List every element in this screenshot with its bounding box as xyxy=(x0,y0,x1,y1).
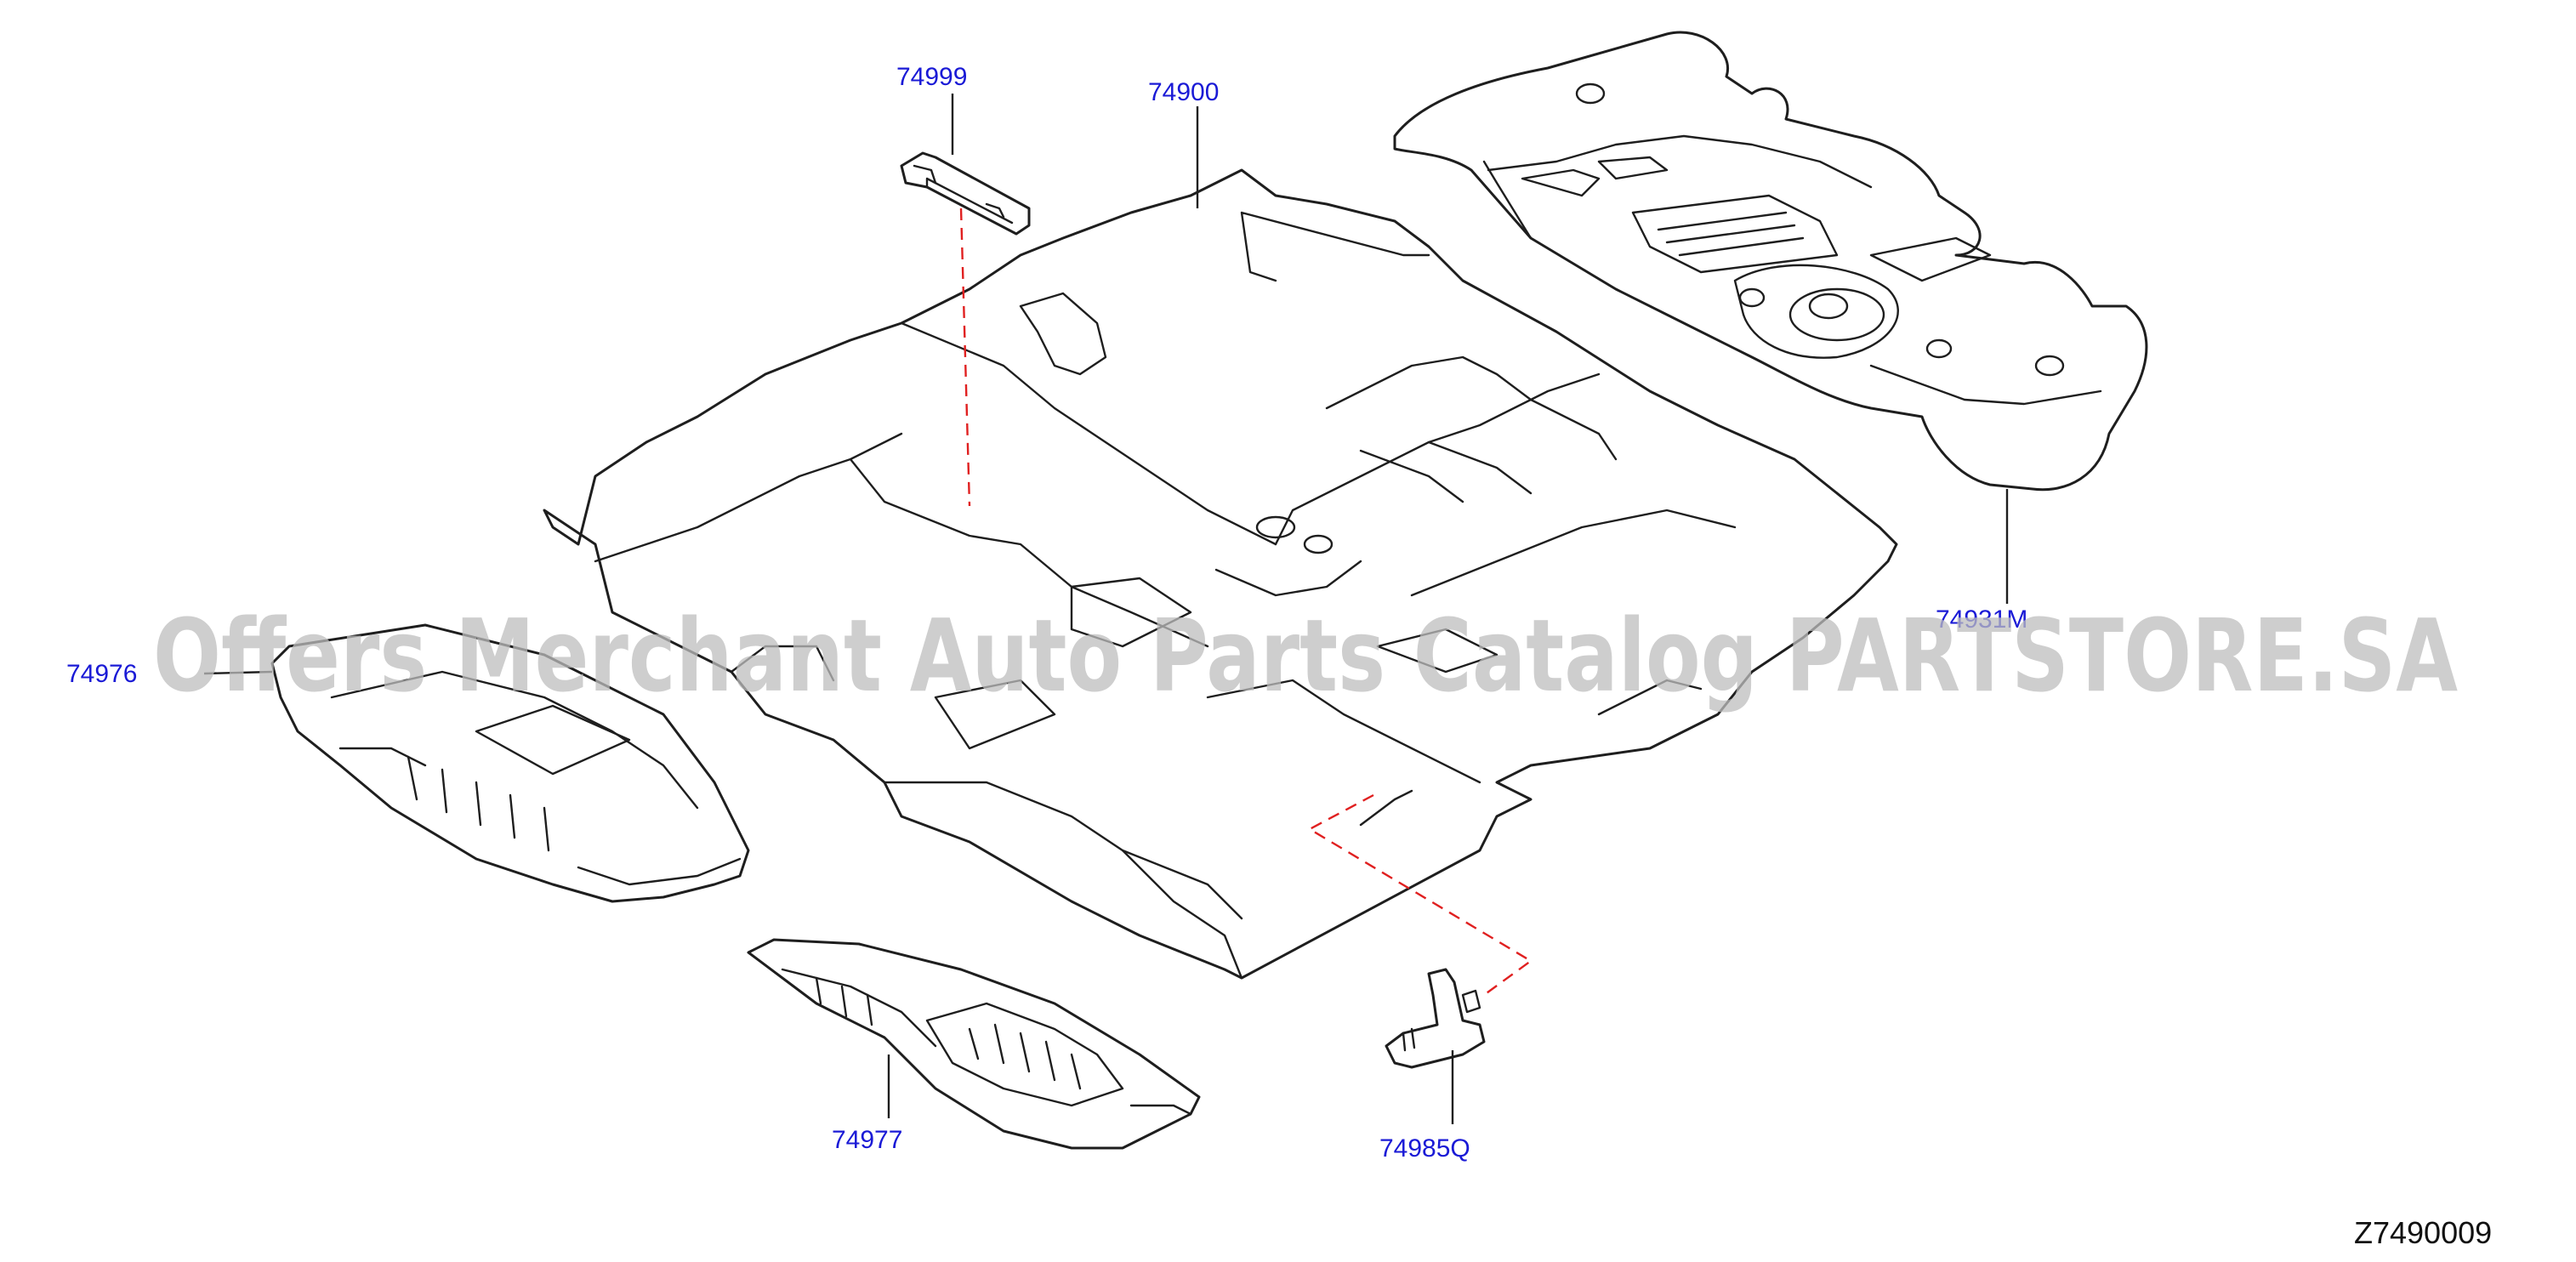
part-label-74985q[interactable]: 74985Q xyxy=(1379,1134,1470,1163)
part-label-74999[interactable]: 74999 xyxy=(896,63,967,91)
bracket-74985q-drawing[interactable] xyxy=(1385,968,1486,1069)
part-label-74977[interactable]: 74977 xyxy=(832,1126,902,1154)
guide-74985q xyxy=(1307,793,1533,996)
clip-74999-drawing[interactable] xyxy=(900,151,1031,236)
watermark-text: Offers Merchant Auto Parts Catalog PARTS… xyxy=(153,597,2458,714)
part-label-74976[interactable]: 74976 xyxy=(66,660,137,688)
leader-74976 xyxy=(203,670,273,675)
side-trim-74977-drawing[interactable] xyxy=(747,938,1201,1150)
front-floor-carpet-drawing[interactable] xyxy=(543,168,1898,980)
side-trim-74976-drawing[interactable] xyxy=(270,623,750,903)
assembly-guides xyxy=(959,207,1533,996)
part-label-74900[interactable]: 74900 xyxy=(1148,78,1219,106)
diagram-id: Z7490009 xyxy=(2354,1215,2492,1250)
guide-74999 xyxy=(959,207,971,507)
rear-floor-carpet-drawing[interactable] xyxy=(1393,31,2148,492)
leader-lines xyxy=(203,94,2009,1124)
part-label-74931m[interactable]: 74931M xyxy=(1936,605,2027,634)
